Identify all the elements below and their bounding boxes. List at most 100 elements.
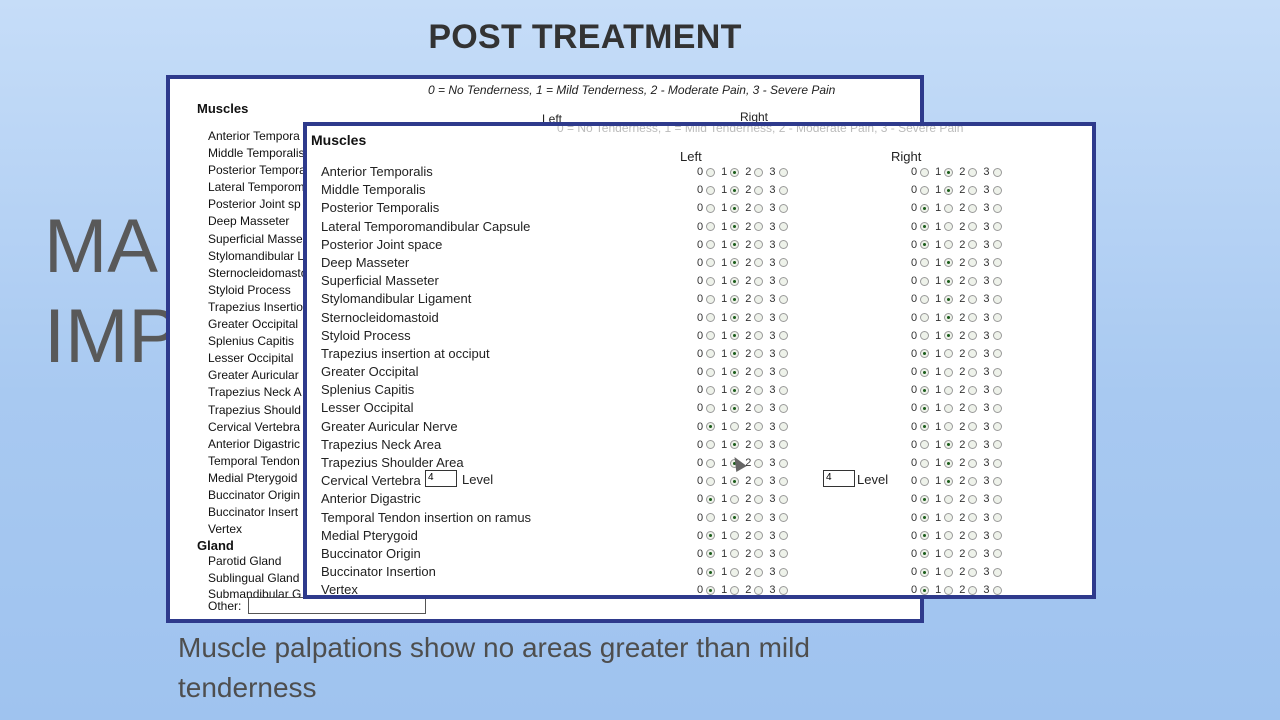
rating-option-3[interactable]: 3 xyxy=(983,584,1002,595)
rating-option-1[interactable]: 1 xyxy=(935,512,954,524)
radio-button[interactable] xyxy=(706,203,716,213)
rating-option-0[interactable]: 0 xyxy=(697,275,716,287)
rating-option-2[interactable]: 2 xyxy=(745,366,764,378)
radio-button[interactable] xyxy=(754,440,764,450)
radio-button[interactable] xyxy=(754,203,764,213)
radio-button[interactable] xyxy=(944,476,954,486)
radio-button[interactable] xyxy=(944,203,954,213)
radio-button[interactable] xyxy=(730,276,740,286)
rating-option-0[interactable]: 0 xyxy=(697,566,716,578)
radio-button[interactable] xyxy=(730,203,740,213)
rating-option-3[interactable]: 3 xyxy=(769,475,788,487)
rating-option-1[interactable]: 1 xyxy=(721,512,740,524)
radio-button[interactable] xyxy=(778,185,788,195)
radio-button[interactable] xyxy=(968,240,978,250)
rating-option-0[interactable]: 0 xyxy=(911,530,930,542)
radio-button[interactable] xyxy=(778,458,788,468)
rating-option-0[interactable]: 0 xyxy=(697,239,716,251)
radio-button[interactable] xyxy=(968,549,978,559)
rating-option-3[interactable]: 3 xyxy=(769,330,788,342)
rating-option-1[interactable]: 1 xyxy=(935,530,954,542)
rating-option-1[interactable]: 1 xyxy=(935,202,954,214)
radio-button[interactable] xyxy=(706,476,716,486)
rating-option-2[interactable]: 2 xyxy=(959,530,978,542)
rating-option-0[interactable]: 0 xyxy=(911,348,930,360)
radio-button[interactable] xyxy=(992,367,1002,377)
radio-button[interactable] xyxy=(706,403,716,413)
radio-button[interactable] xyxy=(944,240,954,250)
radio-button[interactable] xyxy=(968,367,978,377)
rating-option-0[interactable]: 0 xyxy=(697,530,716,542)
radio-button[interactable] xyxy=(754,294,764,304)
radio-button[interactable] xyxy=(920,440,930,450)
radio-button[interactable] xyxy=(944,458,954,468)
radio-button[interactable] xyxy=(706,222,716,232)
radio-button[interactable] xyxy=(730,258,740,268)
radio-button[interactable] xyxy=(920,258,930,268)
radio-button[interactable] xyxy=(992,513,1002,523)
radio-button[interactable] xyxy=(944,367,954,377)
radio-button[interactable] xyxy=(992,422,1002,432)
rating-option-0[interactable]: 0 xyxy=(911,493,930,505)
rating-option-2[interactable]: 2 xyxy=(745,421,764,433)
radio-button[interactable] xyxy=(778,367,788,377)
rating-option-1[interactable]: 1 xyxy=(721,475,740,487)
rating-option-1[interactable]: 1 xyxy=(721,330,740,342)
radio-button[interactable] xyxy=(968,294,978,304)
rating-option-0[interactable]: 0 xyxy=(911,548,930,560)
rating-option-1[interactable]: 1 xyxy=(935,184,954,196)
radio-button[interactable] xyxy=(920,367,930,377)
rating-option-2[interactable]: 2 xyxy=(745,257,764,269)
radio-button[interactable] xyxy=(730,385,740,395)
radio-button[interactable] xyxy=(944,531,954,541)
rating-option-0[interactable]: 0 xyxy=(911,584,930,595)
radio-button[interactable] xyxy=(992,440,1002,450)
rating-option-3[interactable]: 3 xyxy=(769,184,788,196)
rating-option-1[interactable]: 1 xyxy=(935,293,954,305)
radio-button[interactable] xyxy=(968,185,978,195)
rating-option-3[interactable]: 3 xyxy=(769,530,788,542)
radio-button[interactable] xyxy=(920,585,930,595)
rating-option-1[interactable]: 1 xyxy=(935,166,954,178)
radio-button[interactable] xyxy=(754,494,764,504)
rating-option-2[interactable]: 2 xyxy=(959,221,978,233)
rating-option-3[interactable]: 3 xyxy=(983,493,1002,505)
radio-button[interactable] xyxy=(944,222,954,232)
rating-option-3[interactable]: 3 xyxy=(983,275,1002,287)
rating-option-2[interactable]: 2 xyxy=(745,402,764,414)
rating-option-1[interactable]: 1 xyxy=(935,239,954,251)
rating-option-1[interactable]: 1 xyxy=(935,493,954,505)
radio-button[interactable] xyxy=(944,313,954,322)
radio-button[interactable] xyxy=(920,349,930,359)
radio-button[interactable] xyxy=(968,331,978,341)
radio-button[interactable] xyxy=(920,331,930,341)
rating-option-1[interactable]: 1 xyxy=(721,166,740,178)
rating-option-0[interactable]: 0 xyxy=(911,166,930,178)
radio-button[interactable] xyxy=(778,440,788,450)
radio-button[interactable] xyxy=(730,458,740,468)
radio-button[interactable] xyxy=(920,294,930,304)
left-level-input[interactable]: 4 xyxy=(425,470,457,488)
rating-option-2[interactable]: 2 xyxy=(959,330,978,342)
rating-option-2[interactable]: 2 xyxy=(959,348,978,360)
rating-option-2[interactable]: 2 xyxy=(745,330,764,342)
radio-button[interactable] xyxy=(730,440,740,450)
radio-button[interactable] xyxy=(920,385,930,395)
rating-option-3[interactable]: 3 xyxy=(769,439,788,451)
radio-button[interactable] xyxy=(706,258,716,268)
rating-option-1[interactable]: 1 xyxy=(721,402,740,414)
rating-option-1[interactable]: 1 xyxy=(935,348,954,360)
radio-button[interactable] xyxy=(992,567,1002,577)
radio-button[interactable] xyxy=(730,494,740,504)
radio-button[interactable] xyxy=(730,585,740,595)
rating-option-3[interactable]: 3 xyxy=(769,566,788,578)
rating-option-2[interactable]: 2 xyxy=(745,312,764,324)
radio-button[interactable] xyxy=(778,422,788,432)
radio-button[interactable] xyxy=(920,185,930,195)
rating-option-0[interactable]: 0 xyxy=(911,421,930,433)
rating-option-1[interactable]: 1 xyxy=(935,584,954,595)
rating-option-0[interactable]: 0 xyxy=(911,202,930,214)
radio-button[interactable] xyxy=(992,167,1002,177)
rating-option-0[interactable]: 0 xyxy=(697,475,716,487)
radio-button[interactable] xyxy=(944,385,954,395)
